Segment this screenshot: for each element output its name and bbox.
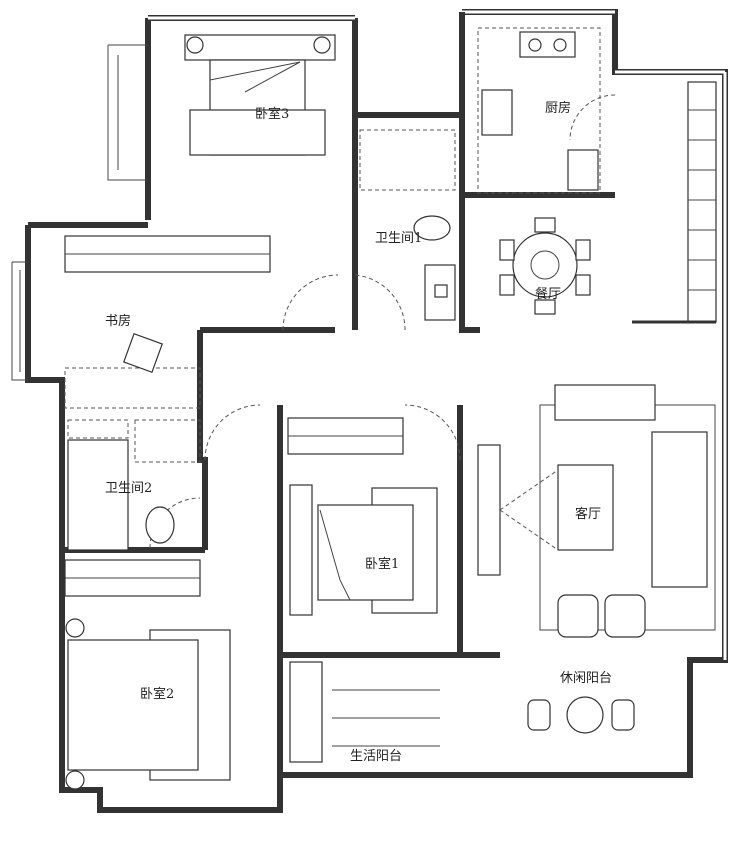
room-labels: 卧室3 厨房 卫生间1 餐厅 书房 卫生间2 卧室1 客厅 卧室2 休闲阳台 生… bbox=[105, 100, 612, 764]
study-furniture bbox=[64, 333, 201, 409]
label-utility-balcony: 生活阳台 bbox=[350, 749, 402, 764]
label-kitchen: 厨房 bbox=[545, 100, 571, 116]
doors bbox=[149, 94, 616, 549]
bathroom1-fixtures bbox=[359, 129, 456, 321]
bedroom3-furniture bbox=[184, 34, 336, 156]
living-furniture bbox=[477, 384, 716, 638]
kitchen-furniture bbox=[477, 27, 601, 194]
balcony-furniture bbox=[289, 661, 635, 763]
wardrobes bbox=[64, 235, 404, 597]
dining-table bbox=[499, 81, 717, 324]
label-bathroom2: 卫生间2 bbox=[105, 481, 152, 496]
label-living: 客厅 bbox=[575, 506, 601, 522]
bedroom2-furniture bbox=[65, 618, 231, 790]
label-bathroom1: 卫生间1 bbox=[375, 231, 422, 246]
label-bedroom1: 卧室1 bbox=[365, 556, 399, 572]
label-dining: 餐厅 bbox=[535, 286, 561, 302]
walls bbox=[11, 9, 728, 813]
label-study: 书房 bbox=[105, 313, 131, 329]
label-leisure-balcony: 休闲阳台 bbox=[560, 671, 612, 686]
label-bedroom3: 卧室3 bbox=[255, 106, 289, 122]
label-bedroom2: 卧室2 bbox=[140, 686, 174, 702]
bedroom1-furniture bbox=[289, 484, 438, 616]
bathroom2-fixtures bbox=[67, 419, 201, 551]
